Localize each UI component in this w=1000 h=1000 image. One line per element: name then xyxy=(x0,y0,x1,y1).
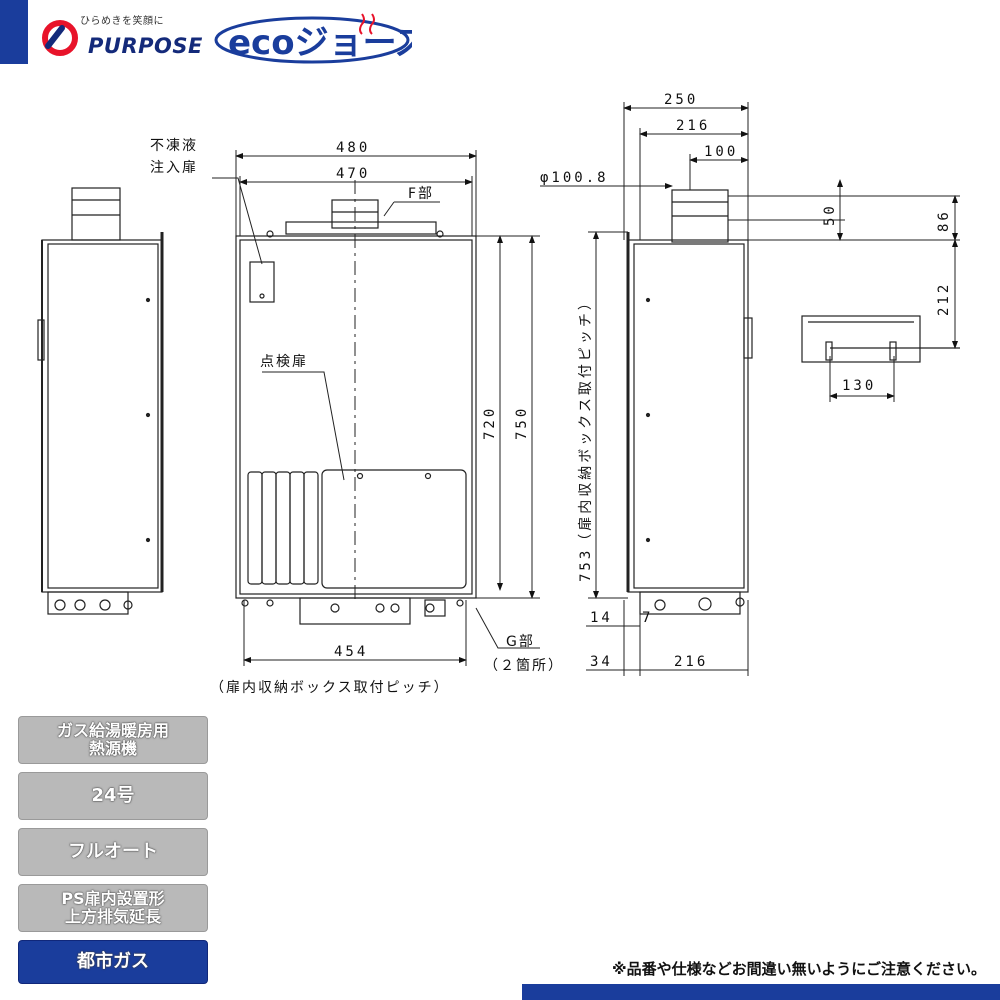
dim-212: 212 xyxy=(936,282,952,316)
dim-130: 130 xyxy=(842,378,876,394)
tag-product-type: ガス給湯暖房用 熱源機 xyxy=(18,716,208,764)
left-side-view xyxy=(37,187,164,615)
tag-mode: フルオート xyxy=(18,828,208,876)
spec-tags: ガス給湯暖房用 熱源機 24号 フルオート PS扉内設置形 上方排気延長 都市ガ… xyxy=(18,716,210,984)
dim-750: 750 xyxy=(514,406,530,440)
antifreeze-label-2: 注入扉 xyxy=(150,160,198,176)
dim-pipe-diameter: φ100.8 xyxy=(540,170,609,186)
vertical-pitch-note: 753（扉内収納ボックス取付ピッチ） xyxy=(578,293,594,582)
vent-slots xyxy=(247,471,319,585)
corner-accent-bar xyxy=(0,0,28,64)
dimension-lines xyxy=(212,102,960,676)
bottom-accent-bar xyxy=(522,984,1000,1000)
dim-720: 720 xyxy=(482,406,498,440)
dim-470: 470 xyxy=(336,166,370,182)
dim-216-bottom: 216 xyxy=(674,654,708,670)
front-view xyxy=(235,180,477,625)
pitch-note: （扉内収納ボックス取付ピッチ） xyxy=(210,680,450,696)
tag-install-type: PS扉内設置形 上方排気延長 xyxy=(18,884,208,932)
dim-86: 86 xyxy=(936,209,952,232)
purpose-logo-mark-icon xyxy=(42,20,78,56)
antifreeze-label-1: 不凍液 xyxy=(150,138,198,154)
g-count-label: （２箇所） xyxy=(484,657,564,674)
purpose-logo: ひらめきを笑顔に PURPOSE xyxy=(40,10,203,62)
eco-jozu-logo: ecoジョーズ xyxy=(214,13,412,64)
inspection-door-label: 点検扉 xyxy=(260,354,308,370)
dim-100: 100 xyxy=(704,144,738,160)
dimension-drawing: 480 470 不凍液 注入扉 F部 点検扉 720 750 454 G部 （２… xyxy=(37,92,960,696)
f-part-label: F部 xyxy=(408,186,434,202)
technical-drawing: 480 470 不凍液 注入扉 F部 点検扉 720 750 454 G部 （２… xyxy=(0,80,1000,710)
dim-454: 454 xyxy=(334,644,368,660)
dim-480: 480 xyxy=(336,140,370,156)
eco-logo-text: ecoジョーズ xyxy=(228,23,412,63)
dim-34: 34 xyxy=(590,654,613,670)
tag-capacity: 24号 xyxy=(18,772,208,820)
dim-216-top: 216 xyxy=(676,118,710,134)
g-part-label: G部 xyxy=(506,634,535,650)
brand-tagline: ひらめきを笑顔に xyxy=(80,16,164,27)
tag-gas-type: 都市ガス xyxy=(18,940,208,984)
dim-250: 250 xyxy=(664,92,698,108)
dim-14: 14 xyxy=(590,610,613,626)
caution-notice: ※品番や仕様などお間違い無いようにご注意ください。 xyxy=(612,960,986,978)
brand-name: PURPOSE xyxy=(88,34,203,58)
dim-7: 7 xyxy=(642,610,653,626)
right-side-view xyxy=(626,189,960,615)
dim-50: 50 xyxy=(822,203,838,226)
